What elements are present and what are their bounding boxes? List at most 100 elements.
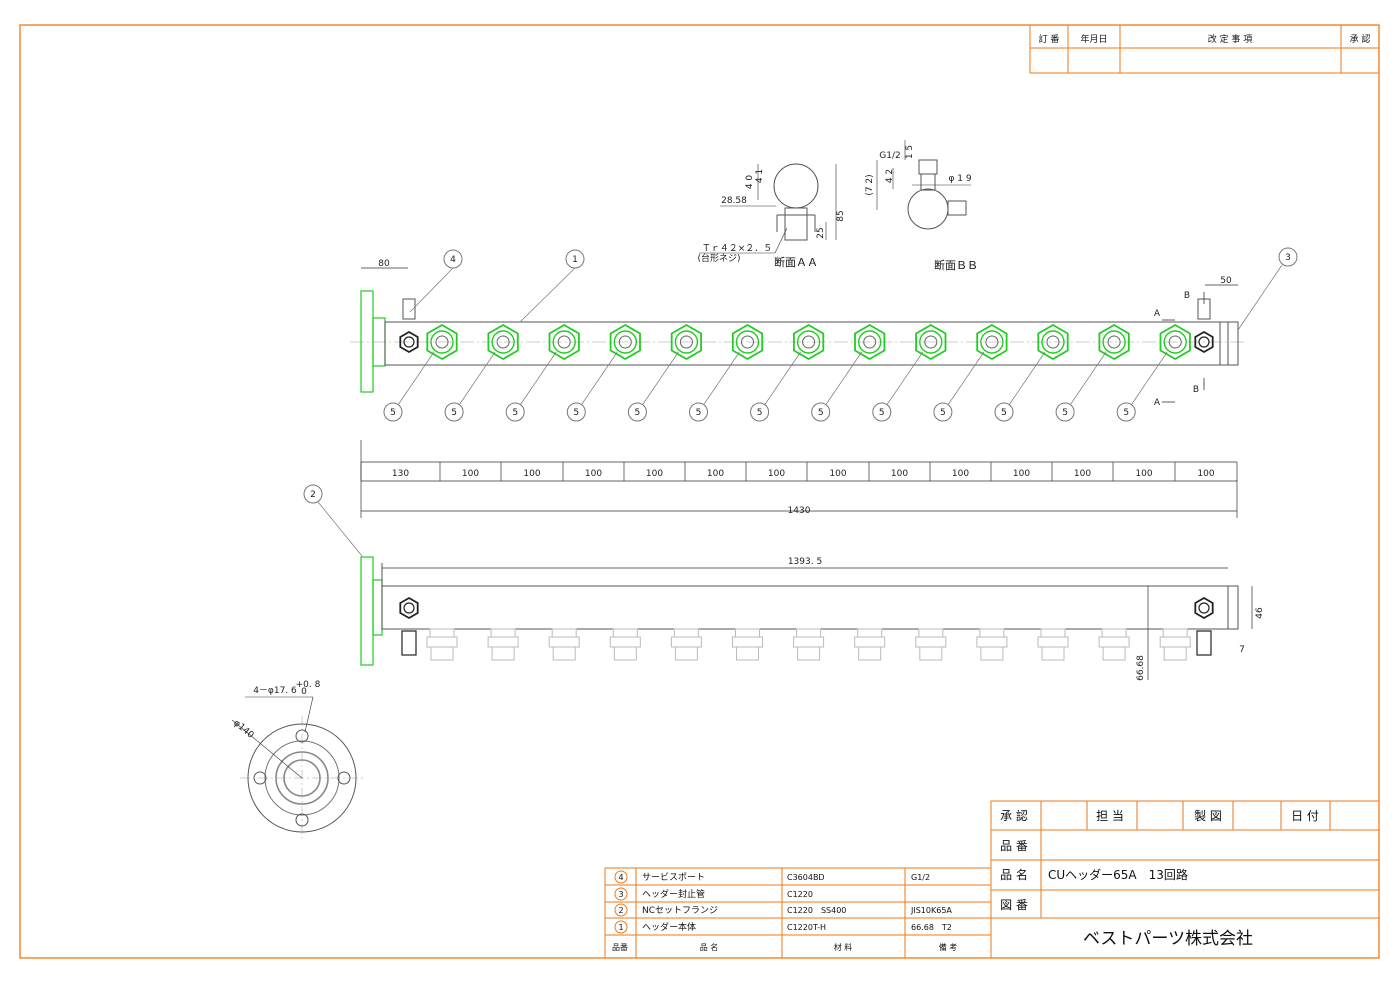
- parts-row-no-2: 3: [618, 890, 623, 899]
- callout-5-label-10: 5: [940, 408, 946, 418]
- flange-end-view: 4－φ17. 6 +0. 8 0 φ140: [231, 680, 364, 840]
- side-branch-1: [429, 628, 455, 638]
- parts-row-no-4: 1: [618, 923, 623, 932]
- branch-fitting-4: [609, 323, 641, 361]
- branch-fitting-5: [670, 323, 702, 361]
- side-flange: [360, 556, 374, 666]
- flange-holes-dim: 4－φ17. 6: [253, 686, 297, 696]
- parts-header-no: 品番: [612, 942, 628, 952]
- side-service-nut-1: [399, 596, 419, 620]
- side-branch-12: [1101, 628, 1127, 638]
- parts-row-note-1: G1/2: [911, 873, 930, 882]
- marker-b-top: B: [1184, 291, 1190, 301]
- tb-drawing-number-label: 図 番: [1000, 898, 1028, 912]
- parts-header-note: 備 考: [939, 942, 958, 952]
- bb-title: 断面ＢＢ: [934, 258, 978, 272]
- pitch-dim-13: 100: [1135, 469, 1152, 479]
- callout-5-label-8: 5: [818, 408, 824, 418]
- pitch-dim-1: 130: [392, 469, 409, 479]
- pitch-dim-7: 100: [768, 469, 785, 479]
- callout-5-10: [933, 402, 953, 422]
- branch-fitting-10: [976, 323, 1008, 361]
- parts-row-name-3: NCセットフランジ: [642, 905, 718, 916]
- bb-dim-42: 4 2: [885, 169, 895, 183]
- marker-a-top: A: [1154, 309, 1161, 319]
- tb-drafting-label: 製 図: [1194, 809, 1222, 823]
- side-branch-2: [490, 628, 516, 638]
- svg-text:1: 1: [572, 255, 578, 265]
- parts-row-no-3: 2: [618, 906, 623, 915]
- aa-thread-note: (台形ネジ): [697, 252, 740, 264]
- pitch-dim-11: 100: [1013, 469, 1030, 479]
- aa-dim-85: 85: [836, 210, 846, 221]
- branch-fitting-8: [854, 323, 886, 361]
- side-branch-3: [551, 628, 577, 638]
- side-branch-9: [918, 628, 944, 638]
- rev-header-desc: 改 定 事 項: [1208, 33, 1253, 45]
- callout-5-12: [1055, 402, 1075, 422]
- side-branch-8: [857, 628, 883, 638]
- callout-5-7: [750, 402, 770, 422]
- branch-fitting-11: [1037, 323, 1069, 361]
- parts-row-note-4: 66.68 T2: [911, 923, 952, 932]
- callout-2: [303, 484, 323, 504]
- parts-row-no-circle-1: [614, 870, 628, 884]
- branch-fitting-6: [731, 323, 764, 361]
- branch-fitting-9: [915, 323, 947, 361]
- rev-header-approval: 承 認: [1350, 33, 1371, 45]
- aa-thread-label: Ｔｒ４２×２．５: [702, 244, 773, 254]
- svg-text:2: 2: [310, 490, 316, 500]
- parts-row-name-2: ヘッダー封止管: [642, 888, 705, 900]
- aa-dim-2858: 28.58: [721, 196, 747, 206]
- dim-flange-offset: 80: [378, 259, 390, 269]
- rev-header-date: 年月日: [1080, 33, 1107, 45]
- side-branch-11: [1040, 628, 1066, 638]
- parts-row-note-3: JIS10K65A: [910, 906, 952, 915]
- title-block: 承 認 担 当 製 図 日 付 品 番 品 名 CUヘッダー65A 13回路 図…: [990, 800, 1380, 959]
- parts-row-name-4: ヘッダー本体: [642, 921, 696, 933]
- aa-dim-41: 4 1: [755, 169, 765, 183]
- callout-5-label-7: 5: [757, 408, 763, 418]
- side-view: [360, 556, 1239, 666]
- callout-4: [443, 249, 463, 269]
- pitch-dim-5: 100: [646, 469, 663, 479]
- branch-fitting-7: [793, 323, 825, 361]
- pitch-dim-2: 100: [462, 469, 479, 479]
- callout-5-label-5: 5: [635, 408, 641, 418]
- side-branch-10: [979, 628, 1005, 638]
- side-service-nut-2: [1194, 596, 1214, 620]
- dim-end-7: 7: [1239, 645, 1245, 655]
- callout-3: [1278, 247, 1298, 267]
- callout-5-4: [566, 402, 586, 422]
- side-branch-6: [735, 628, 760, 638]
- pitch-dim-3: 100: [523, 469, 540, 479]
- callout-5-1: [383, 402, 403, 422]
- parts-header-material: 材 料: [834, 942, 853, 952]
- drawing-frame: [19, 24, 1380, 959]
- callout-5-label-6: 5: [696, 408, 702, 418]
- section-bb: G1/2 1 5 4 2 (7 2) φ 1 9 断面ＢＢ: [865, 140, 978, 272]
- aa-dim-25: 25: [816, 227, 826, 238]
- tb-item-name-value: CUヘッダー65A 13回路: [1048, 867, 1188, 882]
- pitch-dim-4: 100: [585, 469, 602, 479]
- callout-5-8: [811, 402, 831, 422]
- callout-5-label-4: 5: [573, 408, 579, 418]
- dim-body-length: 1393. 5: [788, 557, 822, 567]
- bb-dim-15: 1 5: [905, 145, 915, 159]
- section-markers: A A B B: [1154, 291, 1205, 408]
- parts-row-no-1: 4: [618, 873, 623, 882]
- top-view: [350, 290, 1245, 393]
- parts-row-material-2: C1220: [787, 890, 813, 899]
- service-port-nut-1: [399, 330, 419, 354]
- marker-a-bottom: A: [1154, 398, 1161, 408]
- svg-text:4: 4: [450, 255, 456, 265]
- marker-b-bottom: B: [1193, 385, 1199, 395]
- parts-row-name-1: サービスポート: [642, 872, 705, 883]
- callout-5-13: [1116, 402, 1136, 422]
- callout-5-label-9: 5: [879, 408, 885, 418]
- pitch-dim-8: 100: [829, 469, 846, 479]
- tb-item-number-label: 品 番: [1000, 839, 1028, 853]
